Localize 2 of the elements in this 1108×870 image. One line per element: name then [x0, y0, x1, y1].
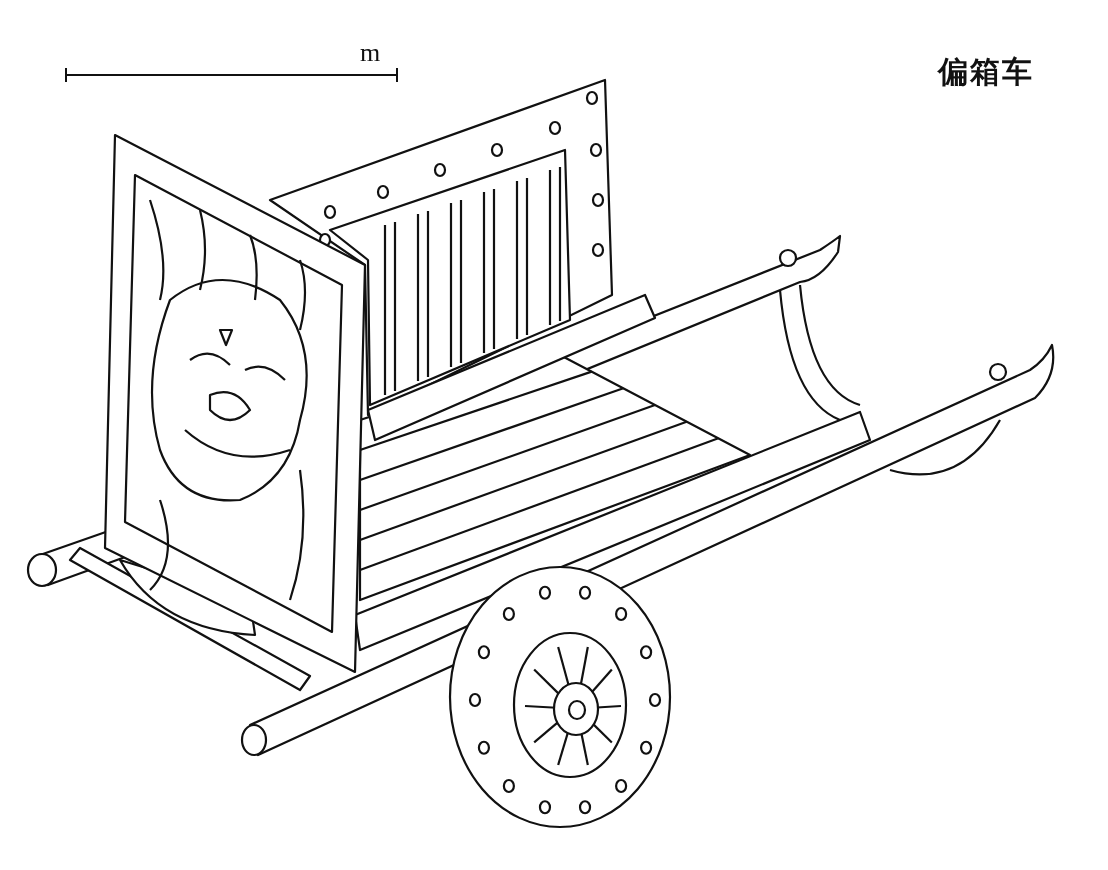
title: 偏箱车 [938, 53, 1034, 91]
scale-label: m [360, 38, 381, 68]
